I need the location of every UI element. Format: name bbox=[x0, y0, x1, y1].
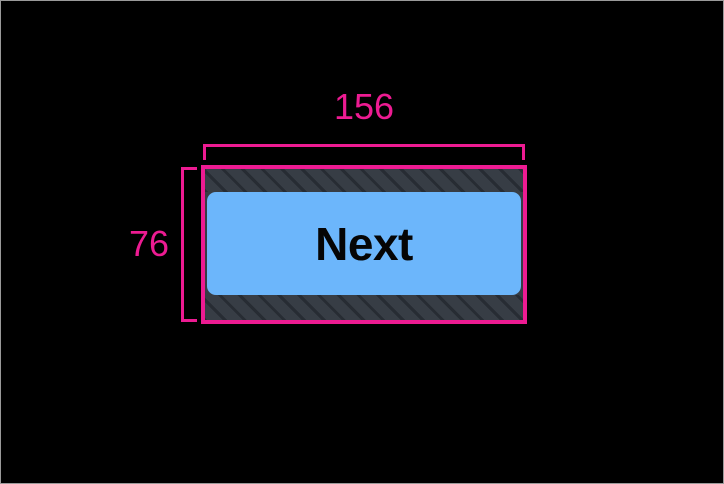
padding-hatch-bottom bbox=[204, 295, 524, 321]
inspected-element[interactable]: Next bbox=[204, 168, 524, 321]
padding-hatch-top bbox=[204, 168, 524, 192]
width-dimension-label: 156 bbox=[333, 86, 395, 127]
height-dimension-label: 76 bbox=[128, 223, 169, 264]
next-button-label: Next bbox=[315, 217, 413, 270]
width-dimension-bracket bbox=[203, 144, 525, 160]
next-button[interactable]: Next bbox=[207, 192, 521, 295]
height-dimension-bracket bbox=[181, 167, 197, 322]
